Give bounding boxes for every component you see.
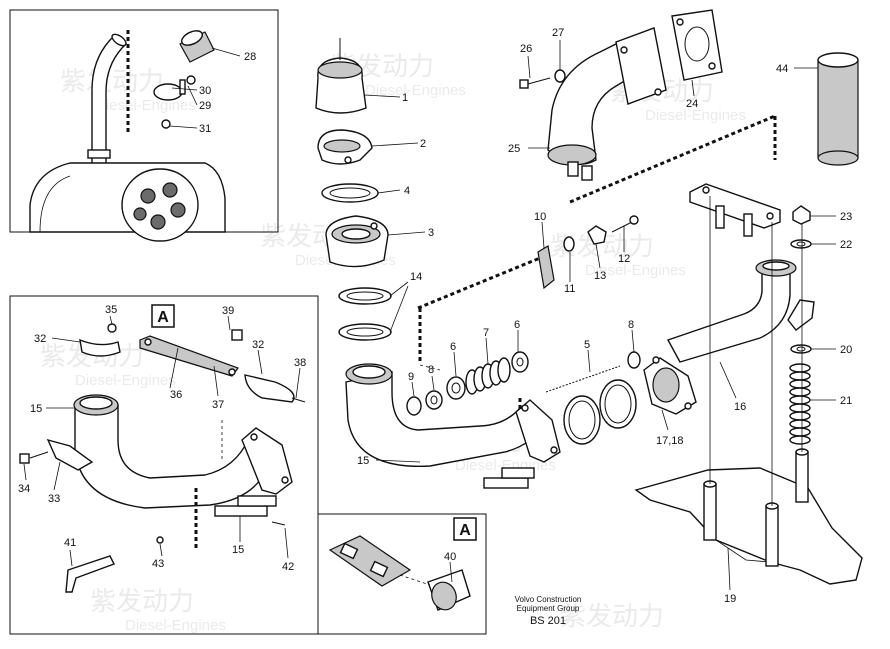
spring-21 xyxy=(789,363,811,445)
detail-marker-label: A xyxy=(157,309,169,326)
part-label: 44 xyxy=(776,63,788,75)
part-label: 5 xyxy=(584,339,590,351)
part-label: 32 xyxy=(34,333,46,345)
part-label: 32 xyxy=(252,339,264,351)
footer-group: Equipment Group xyxy=(517,604,580,613)
part-label: 7 xyxy=(483,327,489,339)
part-label: 3 xyxy=(428,227,434,239)
watermark-en: Diesel-Engines xyxy=(585,262,686,279)
watermark-en: Diesel-Engines xyxy=(75,372,176,389)
watermark-en: Diesel-Engines xyxy=(365,82,466,99)
part-label: 4 xyxy=(404,185,410,197)
part-label: 17,18 xyxy=(656,435,684,447)
part-label: 12 xyxy=(618,253,630,265)
part-label: 8 xyxy=(428,364,434,376)
part-label: 35 xyxy=(105,304,117,316)
part-label: 14 xyxy=(410,271,422,283)
part-label: 2 xyxy=(420,138,426,150)
watermark-en: Diesel-Engines xyxy=(95,97,196,114)
part-label: 26 xyxy=(520,43,532,55)
part-label: 42 xyxy=(282,561,294,573)
footer-company: Volvo Construction xyxy=(515,595,582,604)
watermark-cn: 紫发动力 xyxy=(560,601,664,631)
watermark-cn: 紫发动力 xyxy=(90,586,194,616)
part-label: 38 xyxy=(294,357,306,369)
part-label: 1 xyxy=(402,92,408,104)
detail-marker-box xyxy=(151,304,175,328)
spring-7 xyxy=(465,357,511,395)
part-label: 28 xyxy=(244,51,256,63)
detail-marker-label: A xyxy=(459,522,471,539)
part-label: 11 xyxy=(564,283,575,295)
part-label: 20 xyxy=(840,344,852,356)
part-label: 15 xyxy=(30,403,42,415)
part-label: 43 xyxy=(152,558,164,570)
part-label: 41 xyxy=(64,537,76,549)
part-label: 21 xyxy=(840,395,852,407)
part-label: 33 xyxy=(48,493,60,505)
part-label: 23 xyxy=(840,211,852,223)
diagram-footer: Volvo Construction Equipment Group BS 20… xyxy=(515,595,582,627)
part-label: 40 xyxy=(444,551,456,563)
part-labels: 28 30 29 31 1 2 4 3 14 26 27 24 25 44 10… xyxy=(18,27,852,605)
part-label: 39 xyxy=(222,305,234,317)
part-label: 16 xyxy=(734,401,746,413)
detail-marker-box xyxy=(453,517,477,541)
part-label: 10 xyxy=(534,211,546,223)
part-label: 22 xyxy=(840,239,852,251)
exhaust-stack-drawing xyxy=(29,30,226,242)
inset-frame-pipe-detail xyxy=(9,295,319,635)
inset-frame-detail-a xyxy=(317,513,487,635)
part-label: 29 xyxy=(199,100,211,112)
part-label: 6 xyxy=(450,341,456,353)
part-label: 34 xyxy=(18,483,30,495)
part-label: 15 xyxy=(357,455,369,467)
part-label: 27 xyxy=(552,27,564,39)
part-label: 36 xyxy=(170,389,182,401)
footer-code: BS 201 xyxy=(530,615,566,627)
part-label: 25 xyxy=(508,143,520,155)
part-label: 31 xyxy=(199,123,211,135)
part-label: 24 xyxy=(686,98,698,110)
part-label: 30 xyxy=(199,85,211,97)
leader-lines xyxy=(23,40,836,591)
part-label: 15 xyxy=(232,544,244,556)
watermark-en: Diesel-Engines xyxy=(645,107,746,124)
main-exhaust-assembly xyxy=(315,9,863,585)
detail-a-drawing xyxy=(328,535,471,611)
part-label: 6 xyxy=(514,319,520,331)
part-label: 19 xyxy=(724,593,736,605)
part-label: 9 xyxy=(408,371,414,383)
part-label: 37 xyxy=(212,399,224,411)
left-detail-drawing xyxy=(19,323,306,593)
watermark-cn: 紫发动力 xyxy=(60,66,164,96)
part-label: 8 xyxy=(628,319,634,331)
part-label: 13 xyxy=(594,270,606,282)
watermark-en: Diesel-Engines xyxy=(125,617,226,634)
